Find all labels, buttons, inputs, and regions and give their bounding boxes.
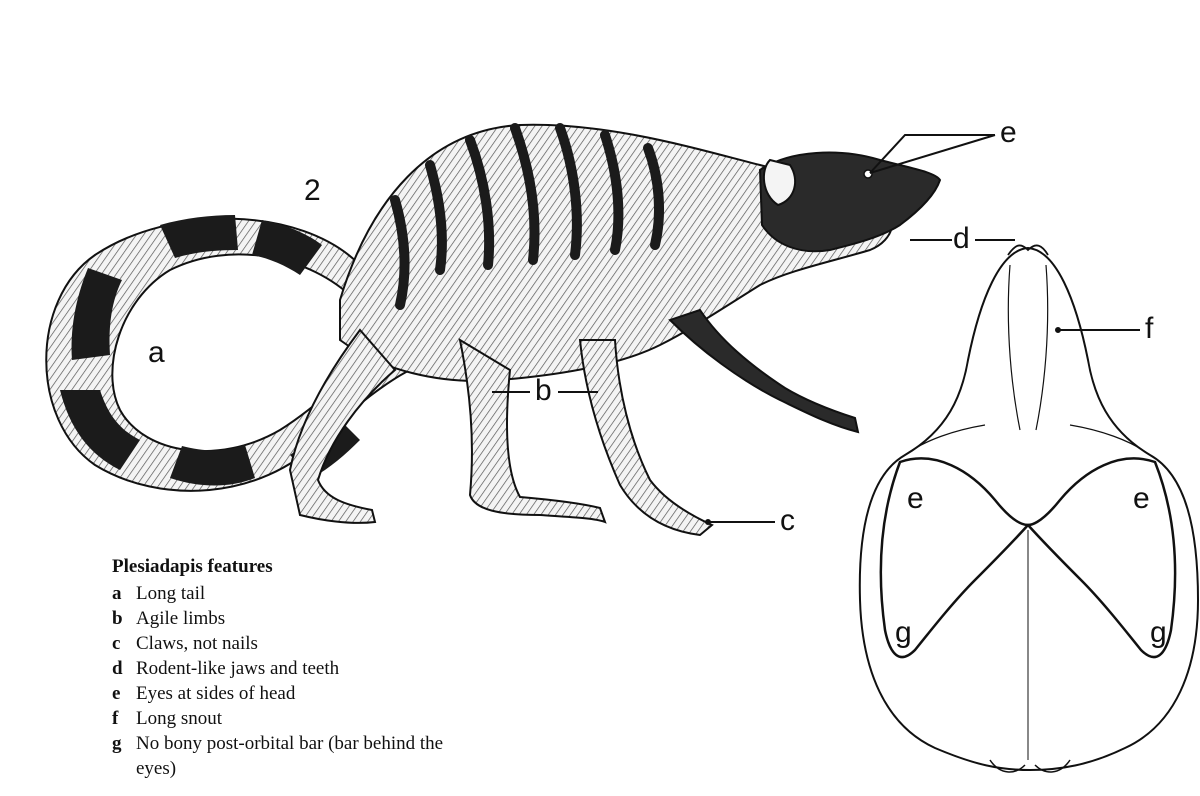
callout-skull-e-right: e [1133, 484, 1150, 514]
legend-text: Eyes at sides of head [136, 681, 472, 706]
figure-number: 2 [304, 176, 321, 206]
skull-zygoma-right [1070, 425, 1150, 455]
callout-f: f [1145, 314, 1153, 344]
callout-c: c [780, 506, 795, 536]
legend-text: Long tail [136, 581, 472, 606]
front-leg [580, 340, 712, 535]
legend-item: d Rodent-like jaws and teeth [112, 656, 472, 681]
callout-skull-g-right: g [1150, 618, 1167, 648]
legend-text: Agile limbs [136, 606, 472, 631]
legend-key: b [112, 606, 136, 631]
callout-e: e [1000, 118, 1017, 148]
legend-text: Claws, not nails [136, 631, 472, 656]
feature-legend: Plesiadapis features a Long tail b Agile… [112, 556, 472, 781]
legend-item: a Long tail [112, 581, 472, 606]
front-leg-2 [670, 310, 858, 432]
callout-skull-g-left: g [895, 618, 912, 648]
legend-item: c Claws, not nails [112, 631, 472, 656]
legend-key: f [112, 706, 136, 731]
legend-key: a [112, 581, 136, 606]
callout-d: d [953, 224, 970, 254]
hind-leg [290, 330, 395, 523]
skull-zygoma-left [905, 425, 985, 455]
legend-item: g No bony post-orbital bar (bar behind t… [112, 731, 472, 781]
callout-a: a [148, 338, 165, 368]
legend-key: c [112, 631, 136, 656]
legend-text: Long snout [136, 706, 472, 731]
skull-nasal [1008, 265, 1047, 430]
legend-item: b Agile limbs [112, 606, 472, 631]
legend-key: g [112, 731, 136, 781]
legend-text: Rodent-like jaws and teeth [136, 656, 472, 681]
callout-b: b [535, 376, 552, 406]
animal-drawing [46, 125, 940, 535]
legend-item: f Long snout [112, 706, 472, 731]
legend-key: e [112, 681, 136, 706]
legend-key: d [112, 656, 136, 681]
callout-skull-e-left: e [907, 484, 924, 514]
legend-title: Plesiadapis features [112, 556, 472, 578]
legend-text: No bony post-orbital bar (bar behind the… [136, 731, 472, 781]
legend-item: e Eyes at sides of head [112, 681, 472, 706]
